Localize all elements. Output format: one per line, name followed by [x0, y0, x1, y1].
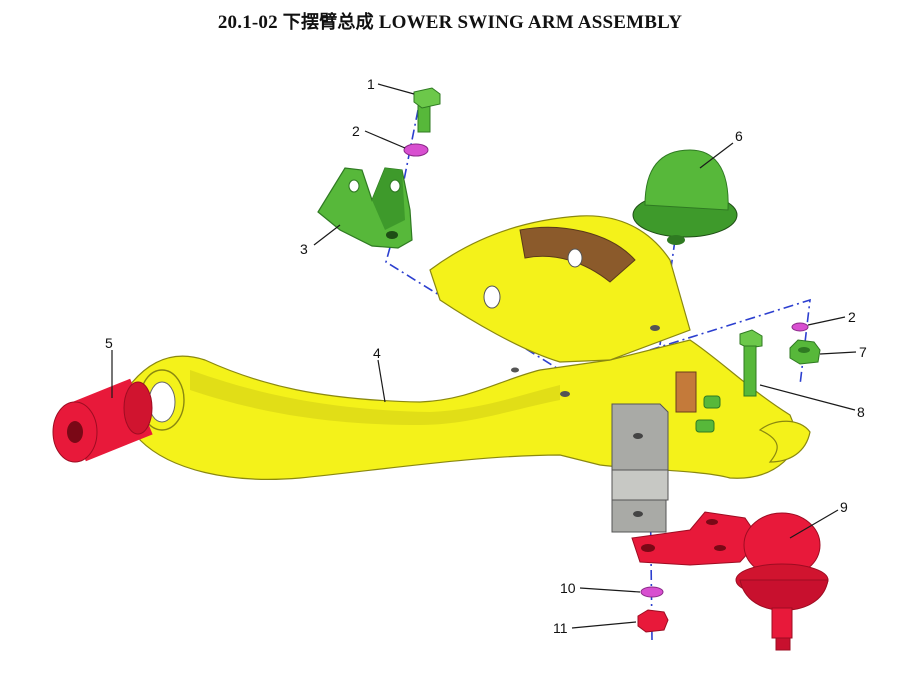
leader-2a: [364, 130, 406, 149]
callout-10: 10: [560, 580, 576, 596]
lower-swing-arm[interactable]: [129, 215, 811, 480]
arm-hole-small-2: [560, 391, 570, 397]
leader-3: [313, 224, 341, 246]
arm-hole-small-3: [511, 367, 519, 373]
arm-green-stud-1: [703, 395, 721, 409]
callout-3: 3: [300, 241, 308, 257]
arm-hole-upper: [483, 285, 501, 309]
red-nut[interactable]: [637, 609, 669, 633]
green-bolt-top[interactable]: [413, 87, 441, 133]
callout-1: 1: [367, 76, 375, 92]
green-bolt-long[interactable]: [739, 329, 763, 397]
arm-front-eye-bore: [148, 381, 176, 423]
centerline-bracket: [385, 109, 561, 371]
leader-11: [571, 621, 637, 629]
callout-8: 8: [857, 404, 865, 420]
magenta-washer-bottom[interactable]: [640, 586, 664, 598]
arm-shade: [190, 370, 560, 425]
green-nut[interactable]: [789, 339, 821, 365]
callout-5: 5: [105, 335, 113, 351]
leader-2b: [807, 316, 846, 326]
callout-6: 6: [735, 128, 743, 144]
arm-green-stud-2: [695, 419, 715, 433]
callout-4: 4: [373, 345, 381, 361]
arm-hole-pocket: [567, 248, 583, 268]
callout-labels: 1 2 3 4 5 6 2 7 8 9 10 11: [105, 76, 867, 636]
magenta-washer-right[interactable]: [791, 322, 809, 332]
leader-lines: [111, 83, 857, 629]
page-title: 20.1-02 下摆臂总成 LOWER SWING ARM ASSEMBLY: [0, 8, 900, 34]
arm-hole-small-1: [650, 325, 660, 331]
leader-9: [789, 509, 839, 539]
red-ball-joint[interactable]: [631, 511, 829, 651]
leader-4: [377, 359, 386, 403]
green-bracket[interactable]: [317, 167, 413, 249]
leader-7: [819, 351, 857, 355]
arm-brown-bracket: [675, 371, 697, 413]
callout-11: 11: [553, 620, 568, 636]
green-bump-stop[interactable]: [632, 149, 738, 245]
red-bushing[interactable]: [52, 378, 153, 463]
leader-10: [579, 587, 641, 593]
callout-2-right: 2: [848, 309, 856, 325]
callout-9: 9: [840, 499, 848, 515]
magenta-washer-top[interactable]: [403, 143, 429, 157]
title-code: 20.1-02: [217, 12, 278, 33]
arm-rear-curl: [758, 420, 811, 463]
title-english: LOWER SWING ARM ASSEMBLY: [378, 12, 683, 33]
leader-6: [699, 142, 734, 169]
callout-2-upper: 2: [352, 123, 360, 139]
mount-plate-grey: [611, 403, 669, 533]
leader-8: [759, 384, 856, 411]
leader-1: [377, 83, 415, 95]
title-chinese: 下摆臂总成: [282, 12, 374, 33]
callout-7: 7: [859, 344, 867, 360]
